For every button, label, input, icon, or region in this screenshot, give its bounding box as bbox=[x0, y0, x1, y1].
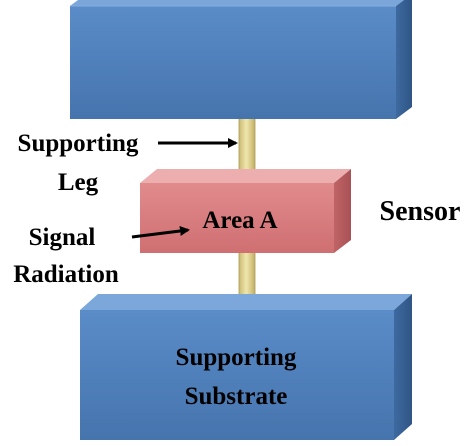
upper-supporting-leg bbox=[238, 111, 256, 179]
top-blue-block bbox=[70, 0, 412, 119]
sensor-block bbox=[140, 169, 351, 253]
signal-radiation-label-line1: Signal bbox=[29, 224, 96, 251]
substrate-label-line2: Substrate bbox=[185, 383, 288, 410]
sensor-label: Sensor bbox=[380, 196, 461, 227]
supporting-leg-label-line1: Supporting bbox=[18, 130, 139, 157]
area-a-label: Area A bbox=[202, 207, 277, 234]
signal-radiation-label-line2: Radiation bbox=[13, 261, 119, 288]
substrate-label-line1: Supporting bbox=[176, 344, 297, 371]
supporting-leg-label-line2: Leg bbox=[58, 169, 99, 196]
substrate-block bbox=[80, 294, 412, 440]
signal-radiation-arrow bbox=[131, 226, 190, 239]
